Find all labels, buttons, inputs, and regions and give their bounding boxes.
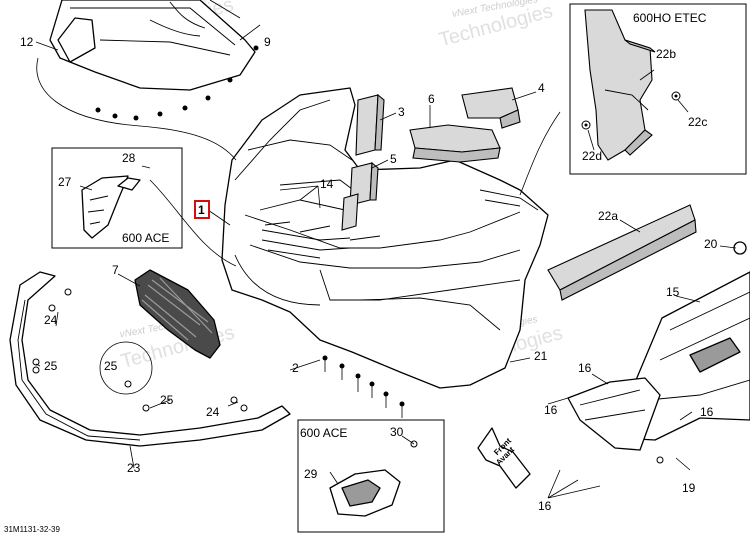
- callout-9: 9: [264, 35, 271, 49]
- front-direction-arrow: Front Avant: [477, 427, 531, 489]
- callout-7: 7: [112, 263, 119, 277]
- callout-22c: 22c: [688, 115, 707, 129]
- callout-29: 29: [304, 467, 318, 481]
- callout-22a: 22a: [598, 209, 618, 223]
- callout-22b: 22b: [656, 47, 676, 61]
- callout-2: 2: [292, 361, 299, 375]
- foam-part-4: [461, 87, 521, 129]
- callout-24: 24: [44, 313, 58, 327]
- foam-bar-22a: [547, 204, 697, 301]
- front-hood-body: [221, 87, 549, 389]
- fastener-19: [656, 456, 664, 464]
- callout-15: 15: [666, 285, 680, 299]
- detail-circle: [99, 341, 153, 395]
- callout-24: 24: [206, 405, 220, 419]
- callout-27: 27: [58, 175, 72, 189]
- foam-part-6: [409, 124, 501, 163]
- inset-ace-bottom-title: 600 ACE: [300, 426, 347, 440]
- callout-22d: 22d: [582, 149, 602, 163]
- callout-6: 6: [428, 92, 435, 106]
- callout-16: 16: [544, 403, 558, 417]
- leader-lines: [35, 24, 737, 499]
- fastener-row-bottom: [322, 355, 405, 418]
- hood-vents: [261, 189, 539, 259]
- inset-ace-left-title: 600 ACE: [122, 231, 169, 245]
- highlight-box-part-1: [194, 200, 210, 219]
- callout-16: 16: [700, 405, 714, 419]
- bumper-fasteners: [32, 288, 248, 412]
- callout-20: 20: [704, 237, 718, 251]
- inset-ace-bottom: 600 ACE: [297, 419, 445, 533]
- callout-30: 30: [390, 425, 404, 439]
- callout-14: 14: [320, 177, 334, 191]
- callout-16: 16: [578, 361, 592, 375]
- grille-part-7: [134, 269, 221, 359]
- callout-12: 12: [20, 35, 34, 49]
- callout-21: 21: [534, 349, 548, 363]
- fastener-row-top: [95, 45, 259, 121]
- callout-19: 19: [682, 481, 696, 495]
- callout-4: 4: [538, 81, 545, 95]
- inset-ace-left: 600 ACE: [51, 147, 183, 249]
- callout-1: 1: [198, 203, 205, 217]
- callout-5: 5: [390, 152, 397, 166]
- callout-28: 28: [122, 151, 136, 165]
- callout-labels: 9 12 3 6 4 5 14 1 28 27 7 24 25 25 25 24…: [20, 35, 718, 513]
- upper-cover-panel: [49, 0, 256, 91]
- callout-23: 23: [127, 461, 141, 475]
- callout-25: 25: [160, 393, 174, 407]
- inset-etec-title: 600HO ETEC: [633, 11, 707, 25]
- foam-part-14: [341, 193, 359, 231]
- callout-16: 16: [538, 499, 552, 513]
- callout-3: 3: [398, 105, 405, 119]
- inset-etec: 600HO ETEC: [569, 3, 747, 175]
- drawing-code: 31M1131-32-39: [4, 525, 60, 534]
- bumper-part-23: [9, 271, 291, 447]
- callout-25: 25: [104, 359, 118, 373]
- callout-25: 25: [44, 359, 58, 373]
- foam-part-3: [355, 93, 385, 156]
- side-panel-16: [567, 377, 661, 451]
